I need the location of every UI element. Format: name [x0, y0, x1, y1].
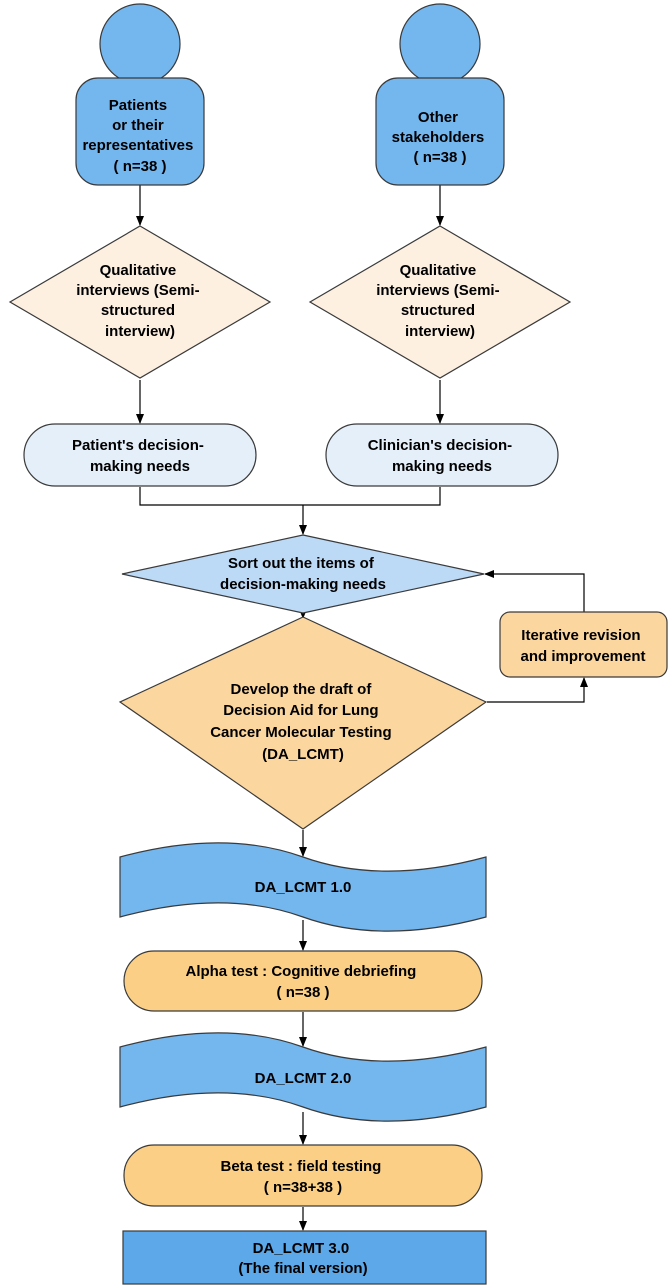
- da-v1-label: DA_LCMT 1.0: [255, 879, 352, 896]
- alpha-test-node: Alpha test : Cognitive debriefing ( n=38…: [123, 950, 483, 1012]
- interview-left-node: Qualitative interviews (Semi- structured…: [8, 225, 272, 379]
- decision-diamond: [118, 616, 488, 830]
- arrow-develop-to-iterative: [487, 677, 588, 703]
- connectors: [136, 185, 588, 1231]
- person-head-icon: [399, 3, 481, 85]
- terminal-pill: [23, 423, 257, 487]
- merge-line-left: [139, 487, 303, 506]
- person-head-icon: [99, 3, 181, 85]
- clinician-needs-node: Clinician's decision- making needs: [325, 423, 559, 487]
- stakeholders-label: Other stakeholders ( n=38 ): [392, 109, 489, 166]
- da-v3-node: DA_LCMT 3.0 (The final version): [122, 1230, 487, 1285]
- sort-items-node: Sort out the items of decision-making ne…: [121, 534, 485, 614]
- document-shape: [119, 842, 487, 932]
- sort-items-label: Sort out the items of decision-making ne…: [220, 555, 386, 593]
- da-v2-label: DA_LCMT 2.0: [255, 1070, 352, 1087]
- develop-draft-node: Develop the draft of Decision Aid for Lu…: [118, 616, 488, 830]
- terminal-pill: [325, 423, 559, 487]
- alpha-test-label: Alpha test : Cognitive debriefing ( n=38…: [185, 963, 420, 1001]
- patient-needs-label: Patient's decision- making needs: [72, 437, 208, 475]
- interview-right-node: Qualitative interviews (Semi- structured…: [308, 225, 572, 379]
- stakeholders-node: Other stakeholders ( n=38 ): [375, 3, 505, 186]
- decision-diamond: [121, 534, 485, 614]
- clinician-needs-label: Clinician's decision- making needs: [368, 437, 517, 475]
- da-v2-node: DA_LCMT 2.0: [119, 1032, 487, 1122]
- terminal-pill: [123, 1144, 483, 1207]
- interview-left-label: Qualitative interviews (Semi- structured…: [76, 262, 204, 340]
- patients-label: Patients or their representatives ( n=38…: [82, 97, 197, 175]
- person-body: [75, 77, 205, 186]
- beta-test-label: Beta test : field testing ( n=38+38 ): [220, 1158, 385, 1196]
- decision-diamond: [308, 225, 572, 379]
- da-v1-node: DA_LCMT 1.0: [119, 842, 487, 932]
- decision-diamond: [8, 225, 272, 379]
- beta-test-node: Beta test : field testing ( n=38+38 ): [123, 1144, 483, 1207]
- process-box: [499, 611, 668, 678]
- merge-line-right: [303, 487, 441, 506]
- patient-needs-node: Patient's decision- making needs: [23, 423, 257, 487]
- person-body: [375, 77, 505, 186]
- patients-node: Patients or their representatives ( n=38…: [75, 3, 205, 186]
- document-shape: [119, 1032, 487, 1122]
- da-v3-label: DA_LCMT 3.0 (The final version): [238, 1240, 367, 1277]
- iterative-label: Iterative revision and improvement: [520, 627, 645, 665]
- develop-draft-label: Develop the draft of Decision Aid for Lu…: [210, 681, 396, 763]
- iterative-node: Iterative revision and improvement: [499, 611, 668, 678]
- terminal-pill: [123, 950, 483, 1012]
- arrow-iterative-to-sort: [484, 570, 585, 612]
- final-version-box: [122, 1230, 487, 1285]
- interview-right-label: Qualitative interviews (Semi- structured…: [376, 262, 504, 340]
